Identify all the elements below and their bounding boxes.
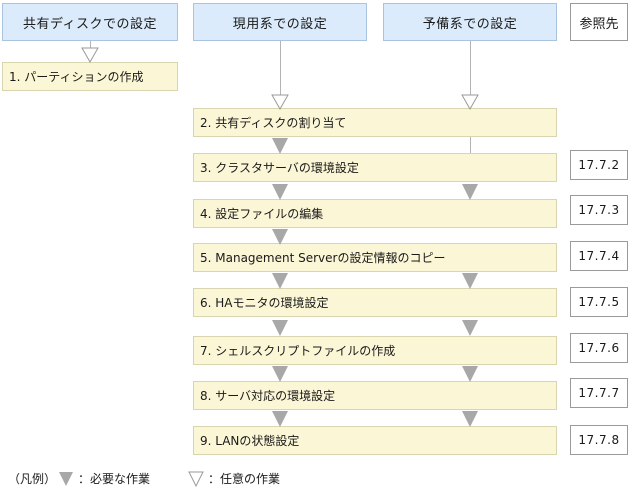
legend-optional-arrow-icon xyxy=(188,471,204,487)
header-shared-disk: 共有ディスクでの設定 xyxy=(2,3,178,41)
required-arrow-primary-4 xyxy=(272,184,288,200)
ref-step-9: 17.7.8 xyxy=(570,425,628,455)
ref-step-5: 17.7.4 xyxy=(570,241,628,271)
required-arrow-standby-8 xyxy=(462,366,478,382)
required-arrow-primary-5 xyxy=(272,229,288,245)
required-arrow-primary-9 xyxy=(272,411,288,427)
required-arrow-primary-3 xyxy=(272,138,288,154)
connector-primary-top xyxy=(280,41,281,97)
step-9: 9. LANの状態設定 xyxy=(193,426,557,455)
ref-step-8: 17.7.7 xyxy=(570,378,628,408)
ref-step-6: 17.7.5 xyxy=(570,287,628,317)
ref-step-7: 17.7.6 xyxy=(570,333,628,363)
optional-arrow-standby-step2 xyxy=(461,94,479,111)
step-7: 7. シェルスクリプトファイルの作成 xyxy=(193,336,557,365)
ref-step-4: 17.7.3 xyxy=(570,195,628,225)
step-4: 4. 設定ファイルの編集 xyxy=(193,199,557,228)
step-2: 2. 共有ディスクの割り当て xyxy=(193,108,557,137)
step-5: 5. Management Serverの設定情報のコピー xyxy=(193,243,557,272)
ref-step-3: 17.7.2 xyxy=(570,150,628,180)
required-arrow-primary-8 xyxy=(272,366,288,382)
legend-required-arrow-icon xyxy=(59,471,74,486)
required-arrow-standby-4 xyxy=(462,184,478,200)
step-8: 8. サーバ対応の環境設定 xyxy=(193,381,557,410)
step-1-partition: 1. パーティションの作成 xyxy=(2,62,178,91)
required-arrow-standby-6 xyxy=(462,273,478,289)
header-primary: 現用系での設定 xyxy=(193,3,367,41)
required-arrow-primary-6 xyxy=(272,273,288,289)
connector-shared xyxy=(90,41,91,51)
legend-required-label: ：必要な作業 xyxy=(78,472,151,486)
legend: （凡例） ：必要な作業 ：任意の作業 xyxy=(8,470,280,487)
required-arrow-standby-7 xyxy=(462,320,478,336)
legend-optional-label: ：任意の作業 xyxy=(208,472,281,486)
required-arrow-primary-7 xyxy=(272,320,288,336)
required-arrow-standby-9 xyxy=(462,411,478,427)
step-3: 3. クラスタサーバの環境設定 xyxy=(193,153,557,182)
optional-arrow-primary-step2 xyxy=(271,94,289,111)
header-reference: 参照先 xyxy=(570,3,628,41)
optional-arrow-shared xyxy=(81,47,99,64)
header-standby: 予備系での設定 xyxy=(383,3,557,41)
step-6: 6. HAモニタの環境設定 xyxy=(193,288,557,317)
connector-standby-top xyxy=(470,41,471,97)
legend-prefix: （凡例） xyxy=(8,472,57,486)
